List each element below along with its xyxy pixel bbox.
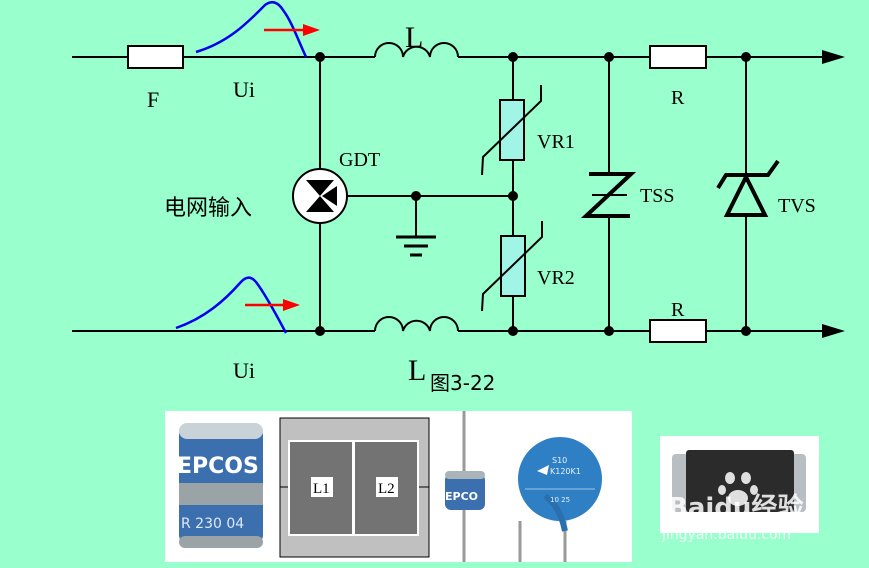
surge-protection-circuit: F Ui Ui L L 图3-22 GDT 电网输入 VR1 VR2 TSS T… [72,1,845,395]
photo-gdt-large: EPCOS R 230 04 [177,423,263,548]
tss-label: TSS [640,185,674,207]
watermark-url: jingyan.baidu.com [662,527,792,543]
choke-label-l2: L2 [378,481,395,497]
photo-choke: L1 L2 [279,417,430,558]
junction-dots [315,52,751,336]
resistor-label-top: R [671,87,685,109]
junction-dot [604,52,614,62]
junction-dot [604,326,614,336]
photo-gdt-text-1: EPCOS [177,454,259,479]
ground-symbol [396,235,436,257]
tss-symbol [580,172,637,218]
photo-varistor: S10 K120K1 10 25 [518,437,602,562]
photo-gdt-text-2: R 230 04 [181,516,244,532]
vr1-label: VR1 [537,131,575,153]
inductor-top [374,42,459,58]
varistor-vr2 [481,221,543,312]
junction-dot [741,52,751,62]
photo-varistor-text-3: 10 25 [550,496,570,504]
gdt-label: GDT [339,149,380,171]
junction-dot [315,326,325,336]
junction-dot [315,52,325,62]
resistor-label-bottom: R [671,299,685,321]
photo-varistor-text-2: K120K1 [550,467,581,476]
junction-dot [508,326,518,336]
photo-varistor-text-1: S10 [552,456,567,465]
junction-dot [741,326,751,336]
photo-gdt-small: EPCO [445,411,485,562]
fuse-label: F [147,87,159,112]
resistor-top [649,45,707,69]
junction-dot [508,191,518,201]
gdt-symbol [292,168,348,224]
surge-arrow-top [264,24,320,36]
input-label: 电网输入 [164,196,252,221]
vr2-label: VR2 [537,267,575,289]
varistor-vr1 [481,85,542,176]
tvs-label: TVS [778,195,816,217]
inductor-label-bottom: L [408,354,426,387]
surge-label-top: Ui [233,77,255,102]
figure-caption: 图3-22 [430,371,495,395]
junction-dot [411,191,421,201]
component-photos: EPCOS R 230 04 L1 L2 EPCO [165,411,632,562]
watermark-brand: Baidu经验 [668,493,804,523]
baidu-paw-icon [718,472,758,506]
tvs-symbol [716,159,780,217]
surge-arrow-bottom [245,299,300,311]
photo-gdt-small-text: EPCO [445,490,478,503]
fuse [127,45,184,69]
surge-label-bottom: Ui [233,358,255,383]
inductor-label-top: L [405,21,423,54]
output-arrow-bottom [822,324,845,338]
inductor-bottom [374,316,459,332]
photo-smd-tvs [660,436,819,533]
resistor-bottom [649,319,707,343]
junction-dot [508,52,518,62]
choke-label-l1: L1 [313,481,330,497]
output-arrow-top [822,50,845,64]
